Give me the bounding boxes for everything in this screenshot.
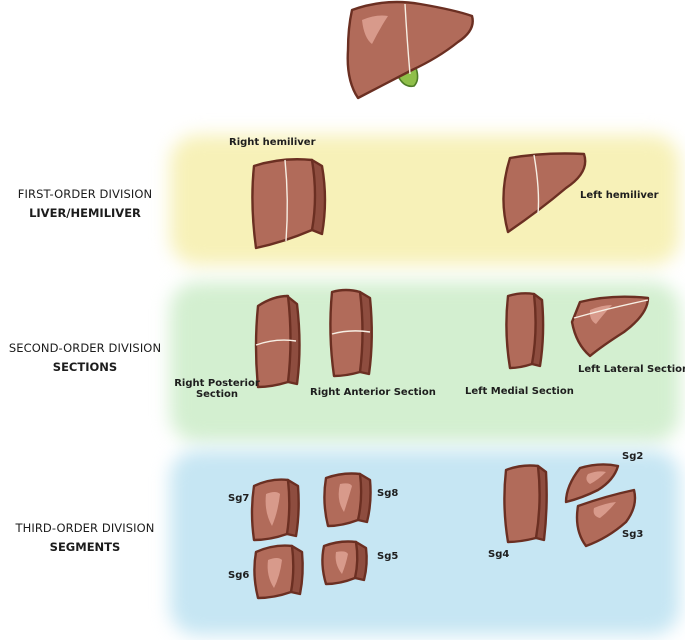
left-medial-section xyxy=(505,292,545,370)
right-hemiliver-caption: Right hemiliver xyxy=(229,137,316,148)
left-lateral-caption: Left Lateral Section xyxy=(578,364,685,375)
segment-sg4 xyxy=(503,464,548,544)
gallbladder xyxy=(396,66,419,88)
left-hemiliver xyxy=(502,152,587,234)
second-order-subtitle: SECTIONS xyxy=(52,360,118,374)
right-anterior-section xyxy=(329,288,373,378)
sg8-caption: Sg8 xyxy=(377,488,399,499)
left-lateral-section xyxy=(570,295,650,358)
sg2-caption: Sg2 xyxy=(622,451,644,462)
segment-sg5 xyxy=(321,540,368,586)
first-order-title: FIRST-ORDER DIVISION xyxy=(17,187,153,201)
sg7-caption: Sg7 xyxy=(228,493,250,504)
first-order-label: FIRST-ORDER DIVISION LIVER/HEMILIVER xyxy=(0,187,170,220)
left-medial-caption: Left Medial Section xyxy=(465,386,574,397)
second-order-label: SECOND-ORDER DIVISION SECTIONS xyxy=(0,341,170,374)
first-order-subtitle: LIVER/HEMILIVER xyxy=(29,206,141,220)
sg5-caption: Sg5 xyxy=(377,551,399,562)
third-order-subtitle: SEGMENTS xyxy=(49,540,121,554)
right-posterior-caption-line2: Section xyxy=(195,389,239,400)
right-posterior-section xyxy=(254,294,301,389)
segment-sg6 xyxy=(253,544,304,600)
third-order-title: THIRD-ORDER DIVISION xyxy=(15,521,155,535)
right-anterior-caption: Right Anterior Section xyxy=(310,387,436,398)
whole-liver xyxy=(346,0,474,100)
left-hemiliver-caption: Left hemiliver xyxy=(580,190,659,201)
right-posterior-caption: Right Posterior Section xyxy=(168,378,266,400)
segment-sg3 xyxy=(575,488,637,548)
segment-sg8 xyxy=(323,472,372,528)
right-hemiliver xyxy=(251,158,327,250)
segment-sg2 xyxy=(564,463,620,504)
sg6-caption: Sg6 xyxy=(228,570,250,581)
segment-sg7 xyxy=(250,478,300,542)
sg3-caption: Sg3 xyxy=(622,529,644,540)
right-posterior-caption-line1: Right Posterior xyxy=(174,378,260,389)
third-order-label: THIRD-ORDER DIVISION SEGMENTS xyxy=(0,521,170,554)
sg4-caption: Sg4 xyxy=(488,549,510,560)
second-order-title: SECOND-ORDER DIVISION xyxy=(8,341,162,355)
